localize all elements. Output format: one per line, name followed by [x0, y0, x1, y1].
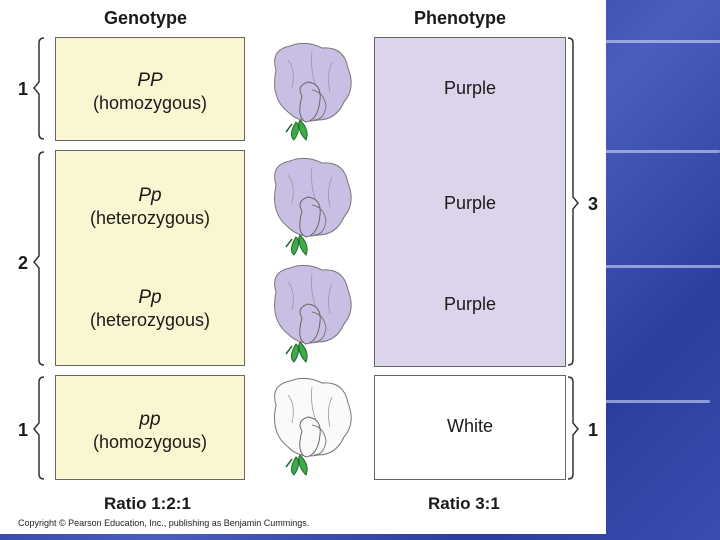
phenotype-label-4: White [446, 416, 493, 436]
genotype-label-2: Pp (heterozygous) [55, 185, 245, 229]
genotype-label-3: Pp (heterozygous) [55, 287, 245, 331]
phenotype-box-purple [374, 37, 566, 367]
genotype-zygosity: (heterozygous) [89, 310, 211, 330]
bracket-left-2 [33, 151, 45, 366]
genotype-symbol: PP [137, 70, 163, 91]
phenotype-ratio: Ratio 3:1 [428, 494, 500, 513]
genotype-box-1 [55, 37, 245, 141]
genotype-box-2 [55, 150, 245, 366]
right-brackets [567, 37, 579, 480]
left-brackets [33, 37, 45, 480]
phenotype-label-1: Purple [443, 78, 497, 98]
copyright-notice: Copyright © Pearson Education, Inc., pub… [18, 518, 310, 528]
bracket-right-2 [567, 376, 579, 480]
right-count-2: 1 [588, 420, 599, 440]
slide: Genotype Phenotype PP (homozygous) Pp (h… [18, 8, 599, 528]
left-count-2: 2 [18, 253, 29, 273]
genotype-header: Genotype [104, 8, 188, 28]
bracket-left-3 [33, 376, 45, 480]
flower-icon-4 [274, 377, 352, 476]
genotype-label-4: pp (homozygous) [55, 409, 245, 453]
genotype-symbol: pp [139, 409, 161, 430]
genotype-zygosity: (homozygous) [92, 93, 208, 113]
genotype-box-3 [55, 375, 245, 480]
flower-icon-2 [274, 157, 352, 256]
right-count-1: 3 [588, 194, 599, 214]
genotype-zygosity: (homozygous) [92, 432, 208, 452]
left-count-3: 1 [18, 420, 29, 440]
phenotype-box-white [374, 375, 566, 480]
genotype-symbol: Pp [138, 185, 162, 206]
phenotype-label-3: Purple [443, 294, 497, 314]
flower-icon-1 [274, 42, 352, 141]
genotype-label-1: PP (homozygous) [55, 70, 245, 114]
phenotype-header: Phenotype [414, 8, 507, 28]
genotype-zygosity: (heterozygous) [89, 208, 211, 228]
flower-icon-3 [274, 264, 352, 363]
genotype-ratio: Ratio 1:2:1 [104, 494, 191, 513]
bracket-right-1 [567, 37, 579, 366]
phenotype-label-2: Purple [443, 193, 497, 213]
left-count-1: 1 [18, 79, 29, 99]
bracket-left-1 [33, 37, 45, 140]
genotype-symbol: Pp [138, 287, 162, 308]
